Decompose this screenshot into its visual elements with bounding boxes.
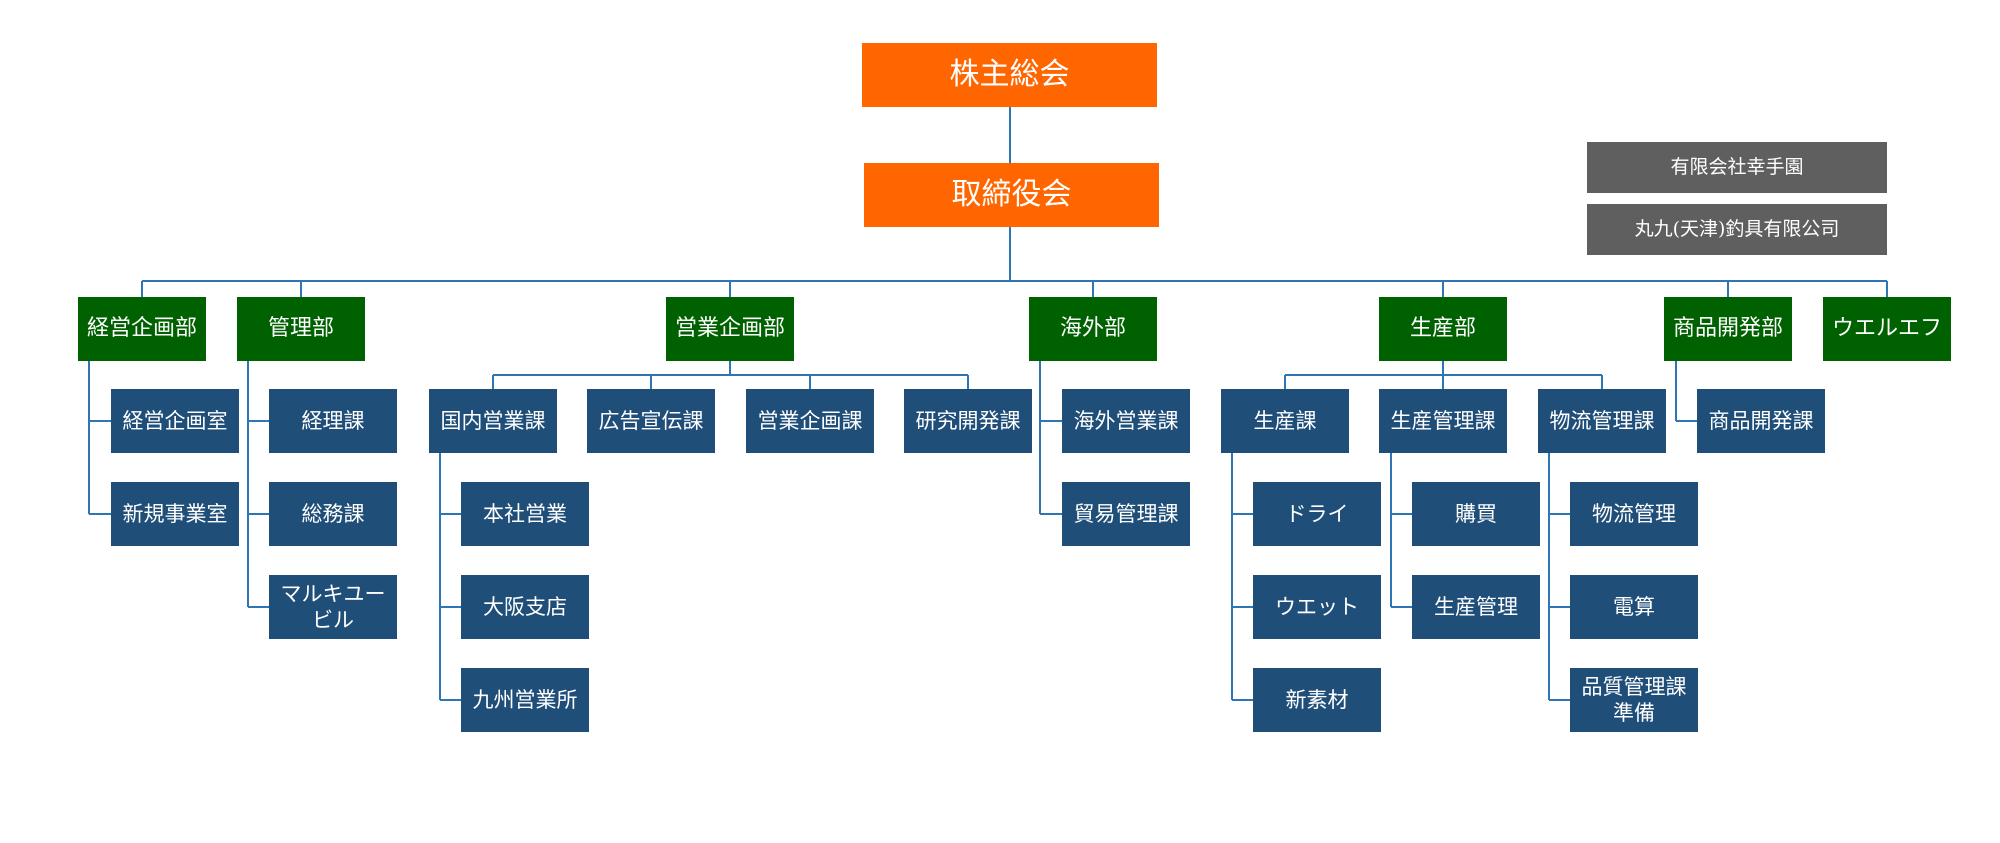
- unit-box: 物流管理: [1570, 482, 1698, 546]
- unit-box: 総務課: [269, 482, 397, 546]
- affiliate-box: 有限会社幸手園: [1587, 142, 1887, 193]
- unit-box: 新規事業室: [111, 482, 239, 546]
- department-welf: ウエルエフ: [1823, 297, 1951, 361]
- unit-box: ドライ: [1253, 482, 1381, 546]
- unit-box: 電算: [1570, 575, 1698, 639]
- unit-box: 購買: [1412, 482, 1540, 546]
- unit-box: 本社営業: [461, 482, 589, 546]
- unit-box: マルキユー ビル: [269, 575, 397, 639]
- unit-box: 大阪支店: [461, 575, 589, 639]
- unit-box: 営業企画課: [746, 389, 874, 453]
- unit-box: 新素材: [1253, 668, 1381, 732]
- board-of-directors-box: 取締役会: [864, 163, 1159, 227]
- unit-box: 国内営業課: [429, 389, 557, 453]
- unit-box: 貿易管理課: [1062, 482, 1190, 546]
- unit-box: 経理課: [269, 389, 397, 453]
- department-shohin-kaihatsu: 商品開発部: [1664, 297, 1792, 361]
- unit-box: 生産課: [1221, 389, 1349, 453]
- department-keiei-kikaku: 経営企画部: [78, 297, 206, 361]
- department-kaigai: 海外部: [1029, 297, 1157, 361]
- shareholders-meeting-box: 株主総会: [862, 43, 1157, 107]
- unit-box: ウエット: [1253, 575, 1381, 639]
- unit-box: 広告宣伝課: [587, 389, 715, 453]
- unit-box: 生産管理: [1412, 575, 1540, 639]
- department-kanri: 管理部: [237, 297, 365, 361]
- unit-box: 研究開発課: [904, 389, 1032, 453]
- unit-box: 九州営業所: [461, 668, 589, 732]
- unit-box: 物流管理課: [1538, 389, 1666, 453]
- unit-box: 商品開発課: [1697, 389, 1825, 453]
- unit-box: 生産管理課: [1379, 389, 1507, 453]
- unit-box: 経営企画室: [111, 389, 239, 453]
- unit-box: 品質管理課 準備: [1570, 668, 1698, 732]
- department-seisan: 生産部: [1379, 297, 1507, 361]
- department-eigyo-kikaku: 営業企画部: [666, 297, 794, 361]
- unit-box: 海外営業課: [1062, 389, 1190, 453]
- affiliate-box: 丸九(天津)釣具有限公司: [1587, 204, 1887, 255]
